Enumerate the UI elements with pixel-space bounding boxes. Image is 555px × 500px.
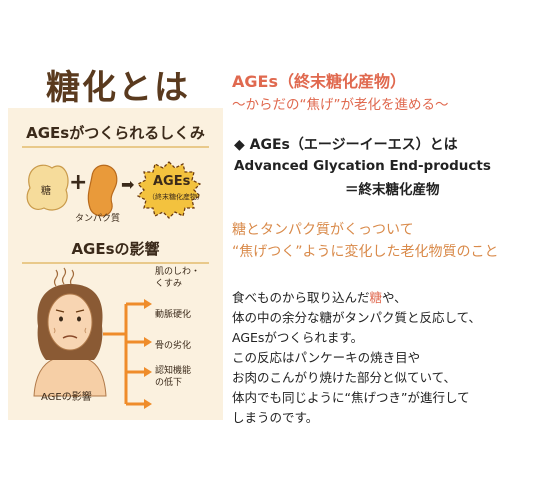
definition-english: Advanced Glycation End-products: [234, 158, 491, 174]
effect-cognition-line1: 認知機能: [155, 366, 192, 376]
ages-heading: AGEs（終末糖化産物）: [232, 72, 406, 91]
plus-symbol: +: [69, 170, 88, 195]
paragraph-line-6: 体内でも同じように“焦げつき”が進行して: [232, 390, 470, 405]
arrowheads: [144, 299, 152, 409]
effect-bone: 骨の劣化: [155, 341, 192, 351]
effects-illustration: [33, 267, 152, 409]
definition-heading: ◆ AGEs（エージーイーエス）とは: [234, 137, 458, 153]
page-title: 糖化とは: [46, 68, 190, 108]
description-line-2: “焦げつく”ように変化した老化物質のこと: [232, 244, 499, 260]
arrow-icon: ➡: [121, 175, 135, 194]
effect-skin: 肌のしわ・ くすみ: [155, 266, 200, 290]
divider: [22, 262, 209, 264]
paragraph-line-3: AGEsがつくられます。: [232, 330, 364, 345]
highlight-sugar: 糖: [369, 290, 383, 305]
protein-label: タンパク質: [75, 214, 121, 224]
effect-arteriosclerosis: 動脈硬化: [155, 310, 192, 320]
figure-caption: AGEの影響: [41, 392, 92, 403]
effect-skin-line1: 肌のしわ・: [155, 267, 201, 277]
mechanism-diagram: [26, 161, 202, 219]
paragraph-text: 食べものから取り込んだ: [232, 290, 370, 305]
effect-arrows: [103, 302, 144, 406]
ages-subtitle: 〜からだの“焦げ”が老化を進める〜: [232, 97, 449, 113]
sugar-label: 糖: [41, 186, 51, 197]
aging-person-icon: [33, 284, 107, 397]
section-title-effects: AGEsの影響: [71, 240, 160, 258]
ages-burst-icon: [136, 161, 202, 219]
paragraph-line-2: 体の中の余分な糖がタンパク質と反応して、: [232, 310, 482, 325]
ages-label: AGEs: [153, 174, 191, 189]
paragraph-line-1: 食べものから取り込んだ糖や、: [232, 287, 407, 306]
paragraph-line-5: お肉のこんがり焼けた部分と似ていて、: [232, 370, 457, 385]
effect-skin-line2: くすみ: [155, 279, 183, 289]
paragraph-line-7: しまうのです。: [232, 410, 319, 425]
section-title-mechanism: AGEsがつくられるしくみ: [26, 124, 205, 142]
definition-japanese: ＝終末糖化産物: [345, 182, 440, 198]
paragraph-text: や、: [382, 290, 407, 305]
effect-cognition: 認知機能 の低下: [155, 365, 191, 389]
protein-bean-icon: [87, 164, 118, 217]
description-line-1: 糖とタンパク質がくっついて: [232, 222, 414, 238]
ages-sublabel: （終末糖化産物）: [148, 193, 204, 201]
stress-mark-icon: [53, 269, 59, 287]
paragraph-line-4: この反応はパンケーキの焼き目や: [232, 350, 421, 365]
sugar-blob-icon: [26, 164, 69, 211]
effect-cognition-line2: の低下: [155, 378, 183, 388]
divider: [22, 146, 209, 148]
ages-infographic: AGEsがつくられるしくみ 糖 + タンパク質 ➡ AGEs （終末糖化産物） …: [8, 108, 223, 420]
